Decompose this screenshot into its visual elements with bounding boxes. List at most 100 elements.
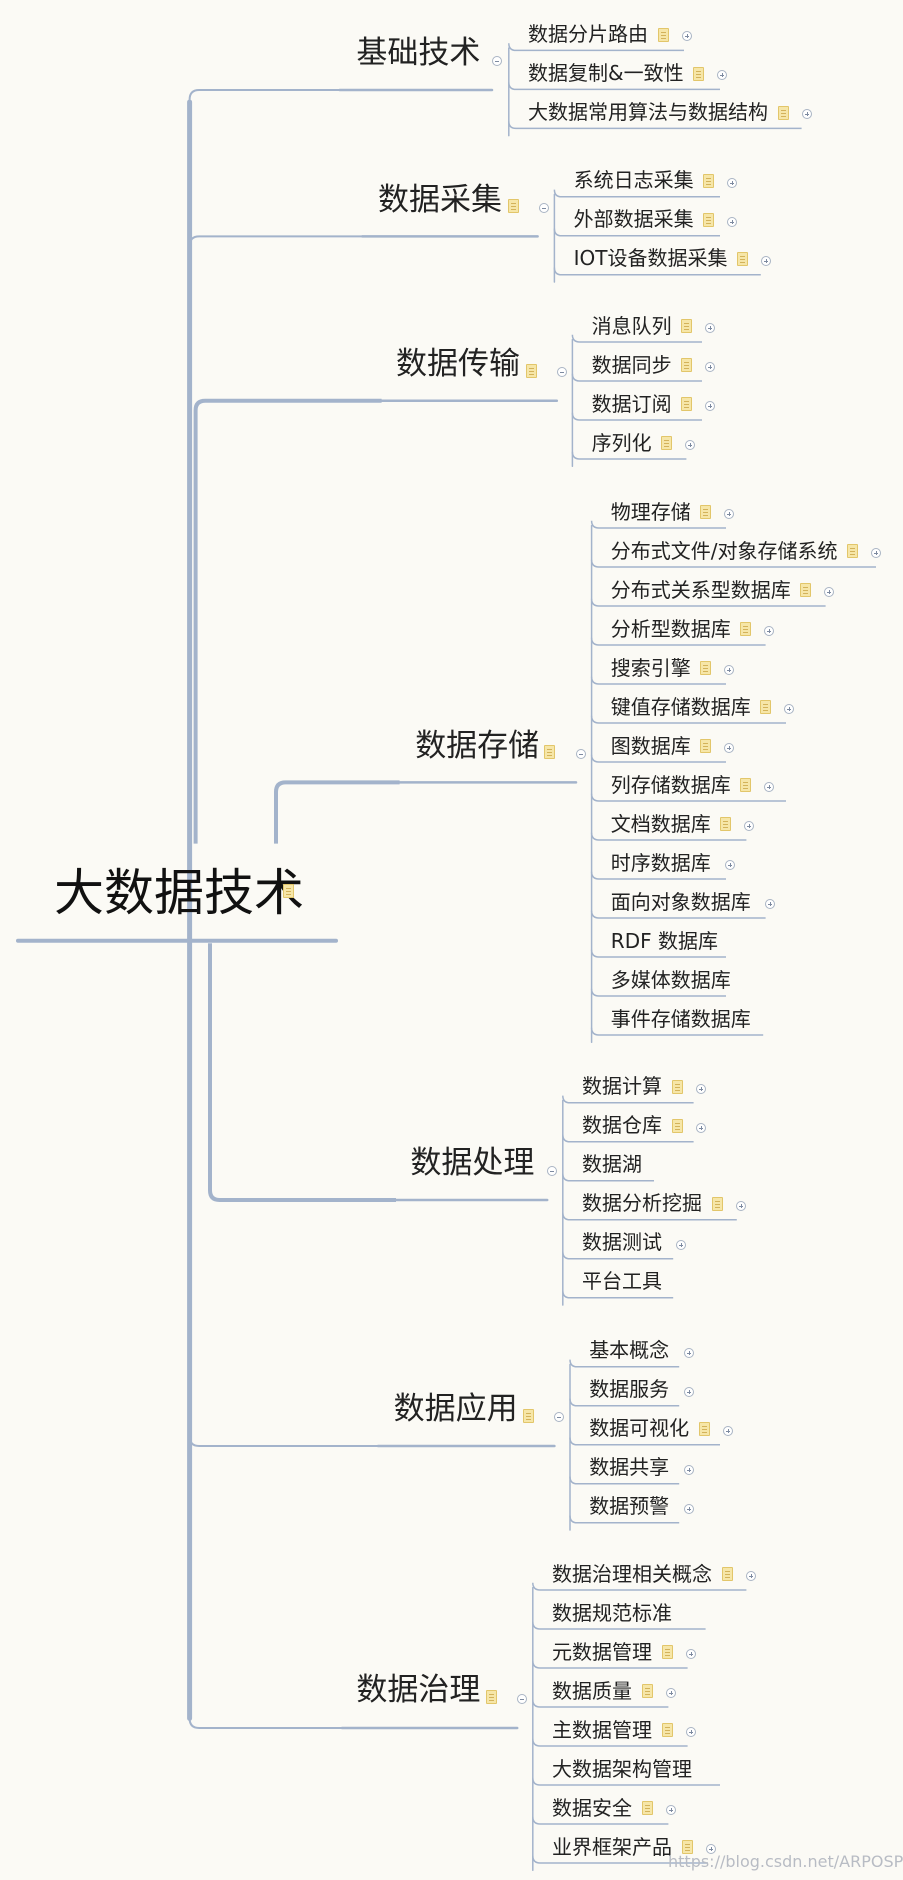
leaf-topic[interactable]: 业界框架产品	[552, 1834, 672, 1859]
leaf-topic[interactable]: 数据规范标准	[552, 1600, 672, 1625]
expand-toggle-icon[interactable]	[735, 1200, 746, 1211]
expand-toggle-icon[interactable]	[801, 109, 812, 120]
leaf-underline	[590, 949, 726, 958]
expand-toggle-icon[interactable]	[683, 1386, 694, 1397]
expand-toggle-icon[interactable]	[761, 255, 772, 266]
expand-toggle-icon[interactable]	[727, 177, 738, 188]
expand-toggle-icon[interactable]	[727, 216, 738, 227]
root-topic-label[interactable]: 大数据技术	[54, 863, 304, 922]
expand-toggle-icon[interactable]	[705, 361, 716, 372]
branch-topic-b0[interactable]: 基础技术	[356, 35, 481, 72]
expand-toggle-icon[interactable]	[695, 1083, 706, 1094]
leaf-topic[interactable]: 搜索引擎	[610, 655, 691, 680]
expand-toggle-icon[interactable]	[765, 898, 776, 909]
leaf-topic[interactable]: 基本概念	[589, 1338, 670, 1363]
expand-toggle-icon[interactable]	[871, 547, 882, 558]
leaf-topic[interactable]: 列存储数据库	[610, 772, 731, 797]
leaf-topic[interactable]: 分布式文件/对象存储系统	[610, 538, 838, 563]
collapse-toggle-icon[interactable]	[547, 1166, 558, 1177]
expand-toggle-icon[interactable]	[744, 820, 755, 831]
leaf-topic[interactable]: 数据安全	[552, 1795, 632, 1820]
expand-toggle-icon[interactable]	[705, 400, 716, 411]
expand-toggle-icon[interactable]	[695, 1122, 706, 1133]
leaf-topic[interactable]: 数据共享	[589, 1455, 670, 1480]
expand-toggle-icon[interactable]	[724, 664, 735, 675]
branch-topic-b6[interactable]: 数据治理	[356, 1672, 481, 1709]
expand-toggle-icon[interactable]	[745, 1570, 756, 1581]
leaf-topic[interactable]: 分析型数据库	[610, 616, 731, 641]
leaf-topic[interactable]: 消息队列	[591, 313, 672, 338]
branch-topic-b4[interactable]: 数据处理	[410, 1145, 535, 1182]
leaf-topic[interactable]: 数据测试	[582, 1230, 662, 1255]
collapse-toggle-icon[interactable]	[556, 367, 567, 378]
branch-topic-b1[interactable]: 数据采集	[378, 181, 502, 218]
expand-toggle-icon[interactable]	[764, 781, 775, 792]
leaf-topic[interactable]: 数据同步	[591, 352, 672, 377]
leaf-topic[interactable]: 主数据管理	[552, 1717, 652, 1742]
leaf-topic[interactable]: 序列化	[591, 430, 652, 455]
leaf-topic[interactable]: 时序数据库	[610, 850, 711, 875]
leaf-topic[interactable]: 系统日志采集	[573, 168, 694, 193]
leaf-topic[interactable]: 数据订阅	[591, 391, 672, 416]
leaf-topic[interactable]: 数据分析挖掘	[582, 1191, 702, 1216]
leaf-topic[interactable]: 平台工具	[582, 1269, 662, 1294]
leaf-topic[interactable]: 外部数据采集	[573, 207, 694, 232]
leaf-topic[interactable]: 数据仓库	[582, 1113, 662, 1138]
expand-toggle-icon[interactable]	[784, 703, 795, 714]
expand-toggle-icon[interactable]	[717, 70, 728, 81]
expand-toggle-icon[interactable]	[724, 508, 735, 519]
leaf-topic[interactable]: 数据复制&一致性	[528, 61, 684, 85]
leaf-topic[interactable]: RDF 数据库	[610, 928, 718, 953]
collapse-toggle-icon[interactable]	[492, 56, 502, 67]
leaf-topic[interactable]: 数据服务	[589, 1377, 670, 1402]
collapse-toggle-icon[interactable]	[576, 748, 586, 759]
expand-toggle-icon[interactable]	[724, 742, 735, 753]
collapse-toggle-icon[interactable]	[554, 1412, 565, 1423]
expand-toggle-icon[interactable]	[685, 1726, 696, 1737]
leaf-underline	[590, 832, 747, 841]
expand-toggle-icon[interactable]	[725, 859, 736, 870]
note-icon	[486, 1689, 497, 1704]
leaf-topic[interactable]: 物理存储	[610, 499, 691, 524]
expand-toggle-icon[interactable]	[764, 625, 775, 636]
leaf-topic[interactable]: 文档数据库	[610, 811, 711, 836]
leaf-topic[interactable]: 分布式关系型数据库	[610, 577, 791, 602]
leaf-topic[interactable]: 元数据管理	[552, 1639, 652, 1664]
leaf-topic[interactable]: 数据治理相关概念	[552, 1561, 712, 1586]
leaf-topic[interactable]: 数据预警	[589, 1494, 670, 1519]
collapse-toggle-icon[interactable]	[538, 202, 549, 213]
leaf-topic[interactable]: 面向对象数据库	[610, 889, 751, 914]
expand-toggle-icon[interactable]	[683, 1464, 694, 1475]
expand-toggle-icon[interactable]	[665, 1687, 676, 1698]
branch-connector	[208, 943, 396, 1202]
expand-toggle-icon[interactable]	[722, 1425, 733, 1436]
branch-topic-b5[interactable]: 数据应用	[393, 1391, 518, 1428]
expand-toggle-icon[interactable]	[681, 31, 692, 42]
leaf-topic[interactable]: 图数据库	[610, 733, 691, 758]
expand-toggle-icon[interactable]	[676, 1239, 687, 1250]
expand-toggle-icon[interactable]	[685, 1648, 696, 1659]
expand-toggle-icon[interactable]	[824, 586, 835, 597]
leaf-topic[interactable]: 数据分片路由	[528, 22, 648, 46]
leaf-topic[interactable]: 大数据架构管理	[552, 1756, 692, 1781]
expand-toggle-icon[interactable]	[705, 1843, 716, 1854]
leaf-topic[interactable]: 数据质量	[552, 1678, 632, 1703]
leaf-topic[interactable]: 键值存储数据库	[610, 694, 751, 719]
expand-toggle-icon[interactable]	[685, 439, 696, 450]
expand-toggle-icon[interactable]	[683, 1347, 694, 1358]
expand-toggle-icon[interactable]	[665, 1804, 676, 1815]
leaf-topic[interactable]: 事件存储数据库	[610, 1006, 751, 1031]
expand-toggle-icon[interactable]	[705, 322, 716, 333]
leaf-topic[interactable]: 大数据常用算法与数据结构	[528, 100, 768, 124]
expand-toggle-icon[interactable]	[683, 1503, 694, 1514]
leaf-topic[interactable]: 数据可视化	[589, 1416, 690, 1441]
branch-topic-b2[interactable]: 数据传输	[396, 346, 520, 383]
leaf-topic[interactable]: 数据计算	[582, 1074, 662, 1099]
leaf-topic[interactable]: 数据湖	[582, 1152, 642, 1177]
collapse-toggle-icon[interactable]	[517, 1694, 528, 1705]
note-icon	[681, 319, 693, 334]
leaf-topic[interactable]: 多媒体数据库	[610, 967, 731, 992]
branch-topic-b3[interactable]: 数据存储	[415, 727, 540, 764]
leaf-topic[interactable]: IOT设备数据采集	[573, 246, 728, 271]
branch-connector	[188, 1436, 378, 1447]
